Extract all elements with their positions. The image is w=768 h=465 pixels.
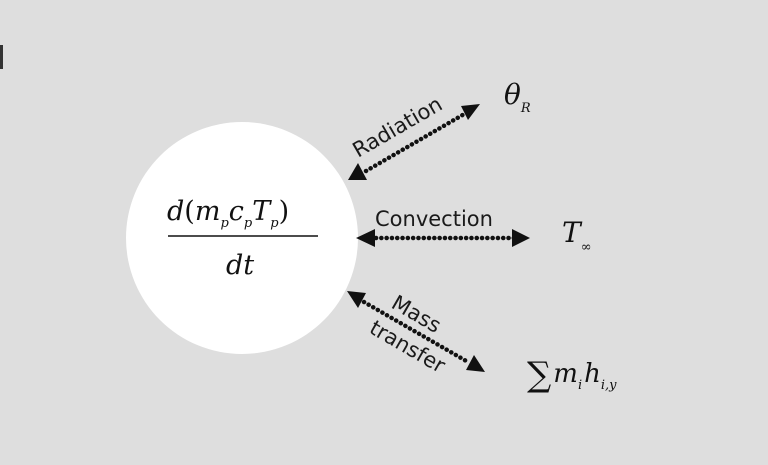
convection-target: T∞ bbox=[562, 216, 592, 255]
radiation-target: θR bbox=[504, 78, 531, 116]
convection-label: Convection bbox=[375, 207, 493, 231]
radiation-arrow bbox=[348, 104, 480, 180]
mass-transfer-arrow bbox=[347, 291, 485, 372]
convection-arrow bbox=[356, 229, 530, 247]
edge-mark bbox=[0, 45, 3, 69]
rate-numerator: d(mpcpTp) bbox=[167, 196, 289, 231]
mass-transfer-target: ∑mihi,y bbox=[527, 355, 617, 395]
particle-node bbox=[126, 122, 358, 354]
rate-denominator: dt bbox=[226, 250, 254, 281]
